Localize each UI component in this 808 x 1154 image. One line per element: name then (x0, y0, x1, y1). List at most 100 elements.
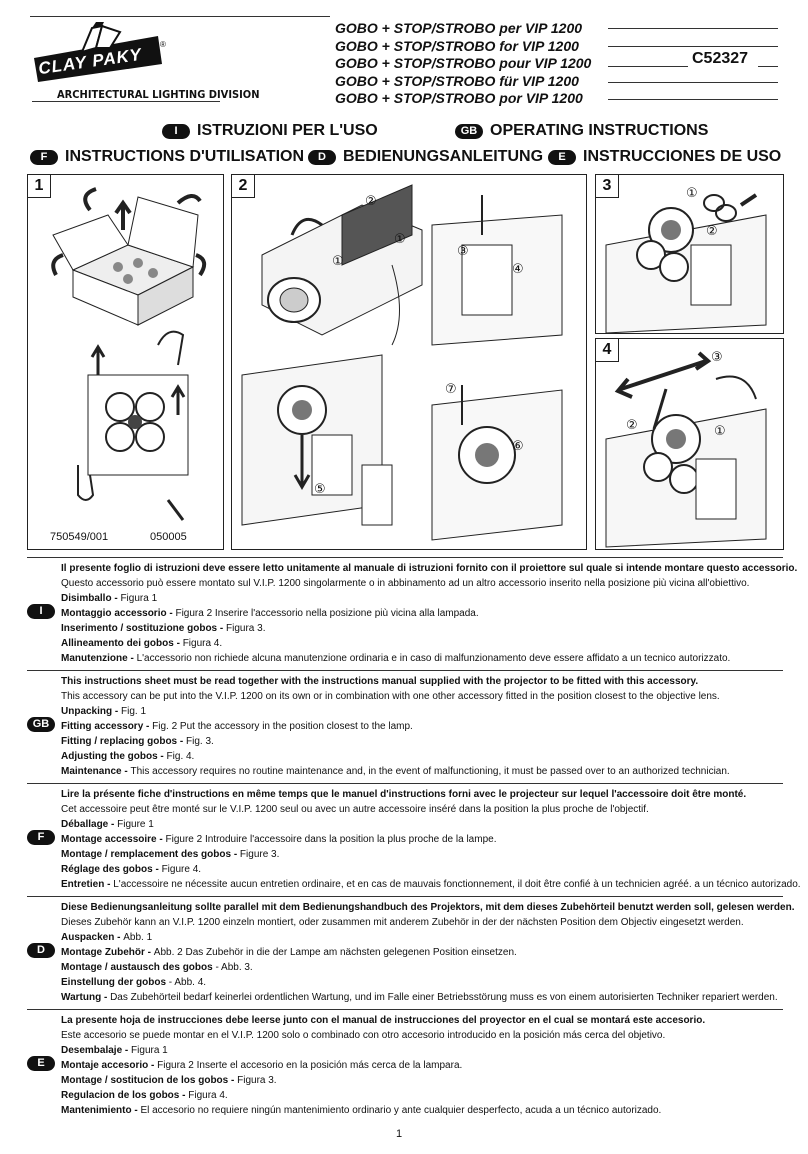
registered-mark: ® (160, 40, 166, 49)
title-rule (608, 82, 778, 83)
instruction-line: Inserimento / sostituzione gobos - Figur… (61, 623, 266, 634)
section-fr: F Lire la présente fiche d'instructions … (27, 783, 801, 894)
heading-gb-label: OPERATING INSTRUCTIONS (490, 122, 709, 139)
instruction-line: Wartung - Das Zubehörteil bedarf keinerl… (61, 992, 778, 1003)
title-fr: GOBO + STOP/STROBO pour VIP 1200 (335, 55, 592, 72)
section-intro-bold: Il presente foglio di istruzioni deve es… (61, 563, 798, 574)
title-it: GOBO + STOP/STROBO per VIP 1200 (335, 20, 583, 36)
heading-it-label: ISTRUZIONI PER L'USO (197, 122, 378, 139)
instruction-line: Disimballo - Figura 1 (61, 593, 158, 604)
figure-number: 4 (596, 339, 619, 362)
instruction-line: Manutenzione - L'accessorio non richiede… (61, 653, 731, 664)
fitting-illustration: ① ② ① ③ ④ ⑤ ⑥ ⑦ (241, 184, 563, 541)
unpacking-illustration (51, 187, 207, 521)
figure-panel-2: 2 ① ② (231, 174, 587, 550)
svg-text:⑦: ⑦ (445, 382, 457, 397)
section-body: La presente hoja de instrucciones debe l… (61, 1013, 781, 1118)
title-de: GOBO + STOP/STROBO für VIP 1200 (335, 72, 579, 89)
instruction-line: Unpacking - Fig. 1 (61, 706, 147, 717)
figure-number: 2 (232, 175, 255, 198)
section-intro: Questo accessorio può essere montato sul… (61, 578, 750, 589)
instruction-line: Fitting accessory - Fig. 2 Put the acces… (61, 721, 413, 732)
document-code: C52327 (692, 50, 749, 67)
svg-text:①: ① (714, 424, 726, 439)
lang-tag-es: E (548, 149, 576, 165)
header-rule (30, 16, 330, 17)
section-body: Il presente foglio di istruzioni deve es… (61, 561, 798, 666)
svg-text:③: ③ (457, 244, 469, 259)
section-intro: Este accesorio se puede montar en el V.I… (61, 1030, 666, 1041)
heading-fr-label: INSTRUCTIONS D'UTILISATION (65, 148, 305, 165)
instruction-line: Montage / remplacement des gobos - Figur… (61, 849, 280, 860)
instruction-line: Montaggio accessorio - Figura 2 Inserire… (61, 608, 479, 619)
instruction-line: Montage Zubehör - Abb. 2 Das Zubehör in … (61, 947, 517, 958)
svg-text:①: ① (394, 232, 406, 247)
instruction-line: Adjusting the gobos - Fig. 4. (61, 751, 195, 762)
figure-panel-4: 4 ③ ② ① (595, 338, 784, 550)
heading-de-label: BEDIENUNGSANLEITUNG (343, 148, 544, 165)
instruction-line: Fitting / replacing gobos - Fig. 3. (61, 736, 214, 747)
instruction-line: Einstellung der gobos - Abb. 4. (61, 977, 207, 988)
gobo-replacement-illustration: ① ② (605, 186, 767, 333)
svg-text:⑤: ⑤ (314, 482, 326, 497)
heading-es-label: INSTRUCCIONES DE USO (583, 148, 782, 165)
instruction-line: Montaje accesorio - Figura 2 Inserte el … (61, 1060, 463, 1071)
lang-tag-de: D (308, 149, 336, 165)
header-rule (32, 101, 220, 102)
figure-panel-3: 3 ① ② (595, 174, 784, 334)
instruction-line: Montage / austausch des gobos - Abb. 3. (61, 962, 253, 973)
heading-es: E INSTRUCCIONES DE USO (548, 148, 781, 166)
part-number: 050005 (150, 531, 187, 543)
division-label: ARCHITECTURAL LIGHTING DIVISION (57, 88, 260, 101)
heading-gb: GB OPERATING INSTRUCTIONS (455, 122, 708, 140)
section-gb: GB This instructions sheet must be read … (27, 670, 783, 781)
page-number: 1 (396, 1128, 403, 1140)
section-intro-bold: La presente hoja de instrucciones debe l… (61, 1015, 706, 1026)
section-de: D Diese Bedienungsanleitung sollte paral… (27, 896, 795, 1007)
instruction-line: Regulacion de los gobos - Figura 4. (61, 1090, 228, 1101)
svg-text:③: ③ (711, 350, 723, 365)
page-header: CLAY PAKY ® ARCHITECTURAL LIGHTING DIVIS… (0, 0, 808, 110)
section-lang-tag: GB (27, 717, 55, 732)
product-titles: GOBO + STOP/STROBO per VIP 1200 GOBO + S… (335, 20, 605, 108)
svg-text:②: ② (626, 418, 638, 433)
instruction-line: Déballage - Figure 1 (61, 819, 154, 830)
section-body: Lire la présente fiche d'instructions en… (61, 787, 801, 892)
section-intro: This accessory can be put into the V.I.P… (61, 691, 720, 702)
svg-text:②: ② (365, 194, 377, 209)
figure-panel-1: 1 75 (27, 174, 224, 550)
figure-number: 3 (596, 175, 619, 198)
instruction-line: Montage accessoire - Figure 2 Introduire… (61, 834, 497, 845)
heading-de: D BEDIENUNGSANLEITUNG (308, 148, 543, 166)
title-rule (608, 99, 778, 100)
section-intro-bold: Diese Bedienungsanleitung sollte paralle… (61, 902, 795, 913)
figure-area: 1 75 (27, 174, 784, 550)
instruction-line: Réglage des gobos - Figure 4. (61, 864, 202, 875)
svg-text:①: ① (332, 254, 344, 269)
heading-fr: F INSTRUCTIONS D'UTILISATION (30, 148, 304, 166)
title-rule (608, 28, 778, 29)
instruction-line: Mantenimiento - El accesorio no requiere… (61, 1105, 662, 1116)
title-rule (608, 66, 688, 67)
section-intro-bold: This instructions sheet must be read tog… (61, 676, 699, 687)
logo-mark (34, 22, 162, 82)
section-lang-tag: E (27, 1056, 55, 1071)
instruction-line: Entretien - L'accessoire ne nécessite au… (61, 879, 801, 890)
brand-logo: CLAY PAKY (30, 22, 170, 82)
part-number: 750549/001 (50, 531, 109, 543)
section-intro: Dieses Zubehör kann an V.I.P. 1200 einze… (61, 917, 744, 928)
heading-it: I ISTRUZIONI PER L'USO (162, 122, 378, 140)
instruction-line: Montage / sostitucion de los gobos - Fig… (61, 1075, 277, 1086)
svg-text:⑥: ⑥ (512, 439, 524, 454)
lang-tag-it: I (162, 123, 190, 139)
figure-number: 1 (28, 175, 51, 198)
section-body: Diese Bedienungsanleitung sollte paralle… (61, 900, 795, 1005)
lang-tag-gb: GB (455, 123, 483, 139)
instruction-line: Auspacken - Abb. 1 (61, 932, 153, 943)
section-lang-tag: D (27, 943, 55, 958)
section-es: E La presente hoja de instrucciones debe… (27, 1009, 783, 1120)
section-lang-tag: I (27, 604, 55, 619)
title-rule (758, 66, 778, 67)
section-intro: Cet accessoire peut être monté sur le V.… (61, 804, 649, 815)
svg-text:②: ② (706, 224, 718, 239)
